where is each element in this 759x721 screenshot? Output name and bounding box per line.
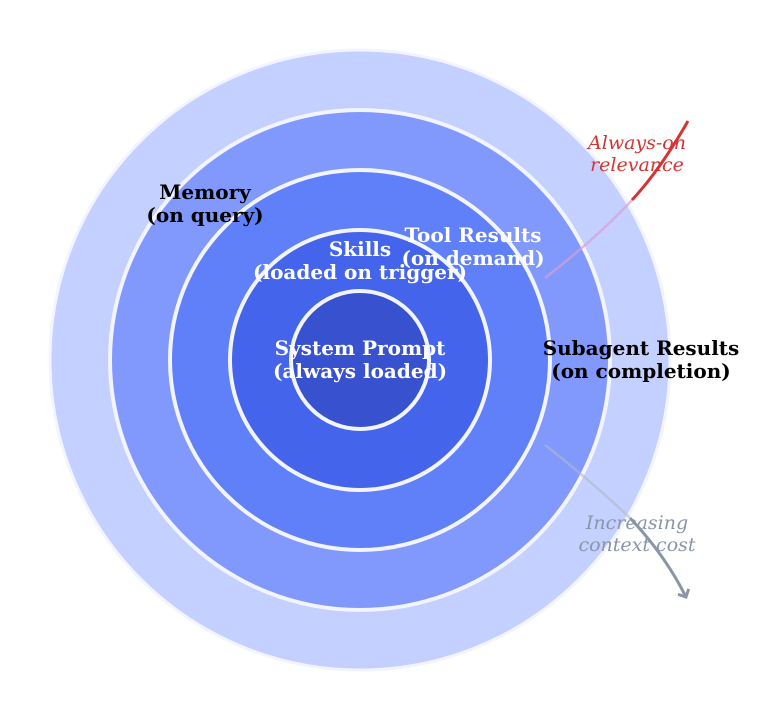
annotation-cost-line2: context cost <box>578 534 695 556</box>
label-subagent-line1: Subagent Results <box>543 336 740 360</box>
label-tool-line2: (on demand) <box>401 246 544 270</box>
label-skills-line2: (loaded on trigger) <box>253 260 467 284</box>
label-tool-results: Tool Results (on demand) <box>401 223 544 270</box>
label-skills-line1: Skills <box>329 237 391 261</box>
label-subagent-results: Subagent Results (on completion) <box>543 336 740 383</box>
label-tool-line1: Tool Results <box>404 223 541 247</box>
label-subagent-line2: (on completion) <box>551 359 730 383</box>
annotation-relevance-line1: Always-on <box>586 132 686 154</box>
cost-arrow <box>628 516 686 597</box>
annotation-cost-line1: Increasing <box>585 512 688 534</box>
label-memory-line2: (on query) <box>146 203 263 227</box>
cost-arrow-faint <box>544 444 631 519</box>
relevance-arrow <box>630 120 690 202</box>
annotation-relevance: Always-on relevance <box>586 132 686 176</box>
annotation-cost: Increasing context cost <box>578 512 695 556</box>
label-memory-line1: Memory <box>159 180 252 204</box>
label-skills: Skills (loaded on trigger) <box>253 237 467 284</box>
label-memory: Memory (on query) <box>146 180 263 227</box>
label-system-line2: (always loaded) <box>273 359 447 383</box>
annotation-relevance-line2: relevance <box>590 154 684 176</box>
ring-system-prompt <box>289 289 431 431</box>
relevance-arrow-faint <box>544 199 633 279</box>
label-system-prompt: System Prompt (always loaded) <box>273 336 447 383</box>
label-system-line1: System Prompt <box>275 336 446 360</box>
